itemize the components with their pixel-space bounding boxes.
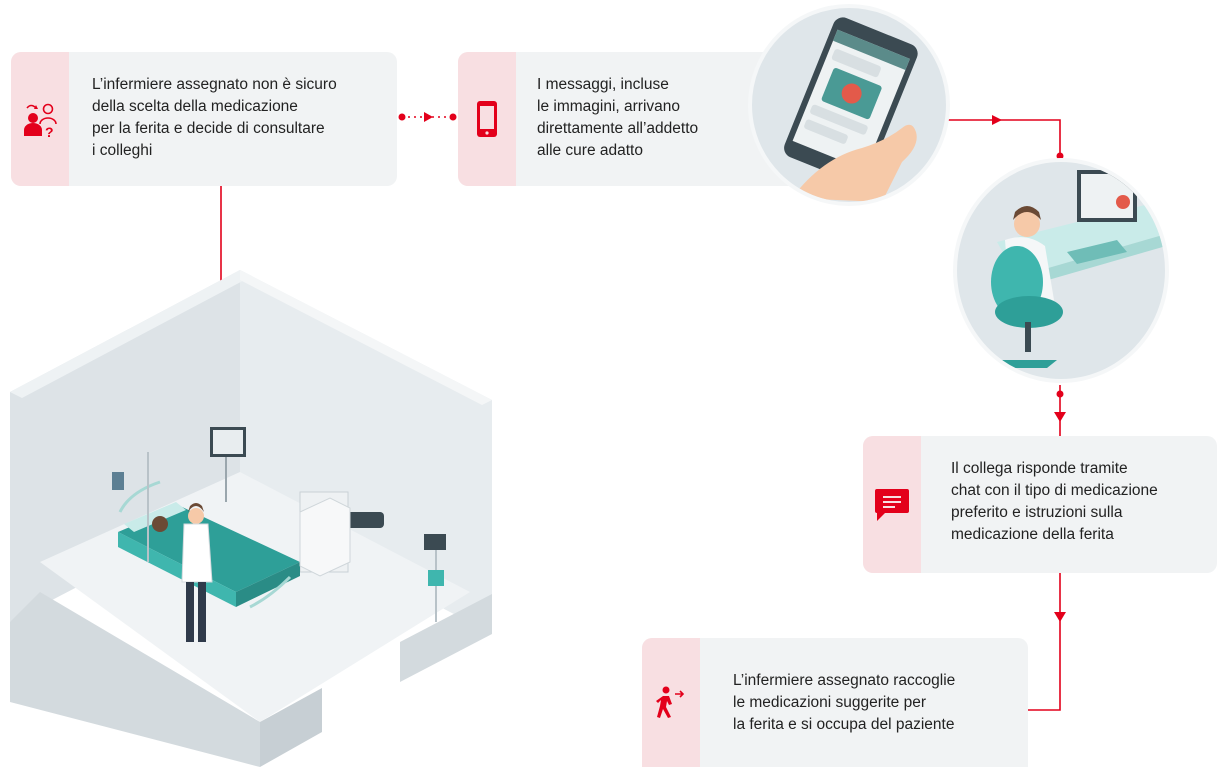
step-card-3: Il collega risponde tramite chat con il …	[863, 436, 1217, 573]
arrow-right	[424, 112, 433, 122]
walking-person-icon	[656, 686, 685, 718]
hand-holding-phone-icon	[784, 17, 918, 202]
step-4-text: L’infermiere assegnato raccoglie le medi…	[733, 672, 956, 733]
phone-message-illustration	[748, 4, 950, 206]
connector-phone-to-desk	[948, 119, 1061, 156]
arrow-down	[1054, 412, 1066, 422]
svg-text:?: ?	[45, 124, 54, 138]
step-card-2: I messaggi, incluse le immagini, arrivan…	[458, 52, 798, 186]
arrow-right	[992, 115, 1002, 125]
nurse-question-icon: ?	[24, 103, 57, 138]
arrow-down	[1054, 612, 1066, 622]
doctor-at-desk-illustration	[953, 158, 1169, 383]
hospital-room-illustration	[10, 270, 492, 767]
step-card-4: L’infermiere assegnato raccoglie le medi…	[642, 638, 1028, 767]
step-card-1: ? L’infermiere assegnato non è sicuro de…	[11, 52, 397, 186]
room-left-wall	[10, 270, 240, 622]
doctor-computer-icon	[991, 170, 1165, 368]
step-2-text: I messaggi, incluse le immagini, arrivan…	[537, 76, 699, 159]
step-1-text: L’infermiere assegnato non è sicuro dell…	[92, 76, 337, 159]
connector-card3-to-card4	[1028, 573, 1061, 711]
smartphone-icon	[477, 101, 497, 137]
chat-icon	[875, 488, 909, 521]
step-3-text: Il collega risponde tramite chat con il …	[951, 460, 1158, 543]
